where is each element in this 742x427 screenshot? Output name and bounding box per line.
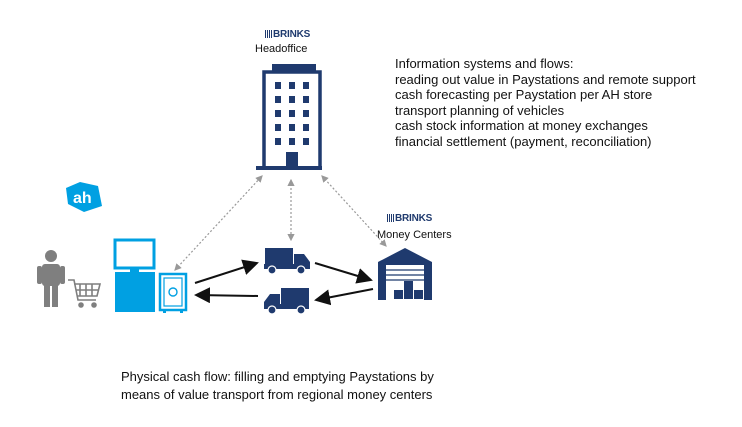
truck-icon <box>264 288 309 315</box>
info-line: cash forecasting per Paystation per AH s… <box>395 87 653 102</box>
info-line: reading out value in Paystations and rem… <box>395 71 696 87</box>
person-icon <box>37 250 65 307</box>
physical-flow-text: Physical cash flow: filling and emptying… <box>121 368 434 404</box>
info-systems-text: Information systems and flows: reading o… <box>395 56 696 149</box>
flow-arrow <box>314 262 373 284</box>
money-centers-label: Money Centers <box>377 229 452 241</box>
info-line: transport planning of vehicles <box>395 102 565 118</box>
headoffice-label: Headoffice <box>255 43 308 55</box>
truck-icon <box>264 248 310 275</box>
physical-flow-line: means of value transport from regional m… <box>121 387 433 402</box>
safe-icon <box>158 272 188 313</box>
flow-arrow <box>194 259 259 284</box>
info-line: cash stock information at money exchange… <box>395 118 648 133</box>
brinks-logo: BRINKS <box>265 29 310 40</box>
flow-arrow <box>194 287 259 304</box>
warehouse-icon <box>378 248 432 300</box>
paystation-icon <box>113 238 156 312</box>
flow-arrow <box>314 288 374 306</box>
ah-logo-icon: ah <box>66 182 102 212</box>
info-line: financial settlement (payment, reconcili… <box>395 133 652 149</box>
brinks-logo: BRINKS <box>387 213 432 224</box>
building-icon <box>256 64 322 170</box>
physical-flow-line: Physical cash flow: filling and emptying… <box>121 369 434 384</box>
info-title: Information systems and flows: <box>395 56 574 71</box>
shopping-cart-icon <box>68 279 102 308</box>
svg-text:ah: ah <box>73 190 92 207</box>
info-arrow <box>174 175 263 271</box>
